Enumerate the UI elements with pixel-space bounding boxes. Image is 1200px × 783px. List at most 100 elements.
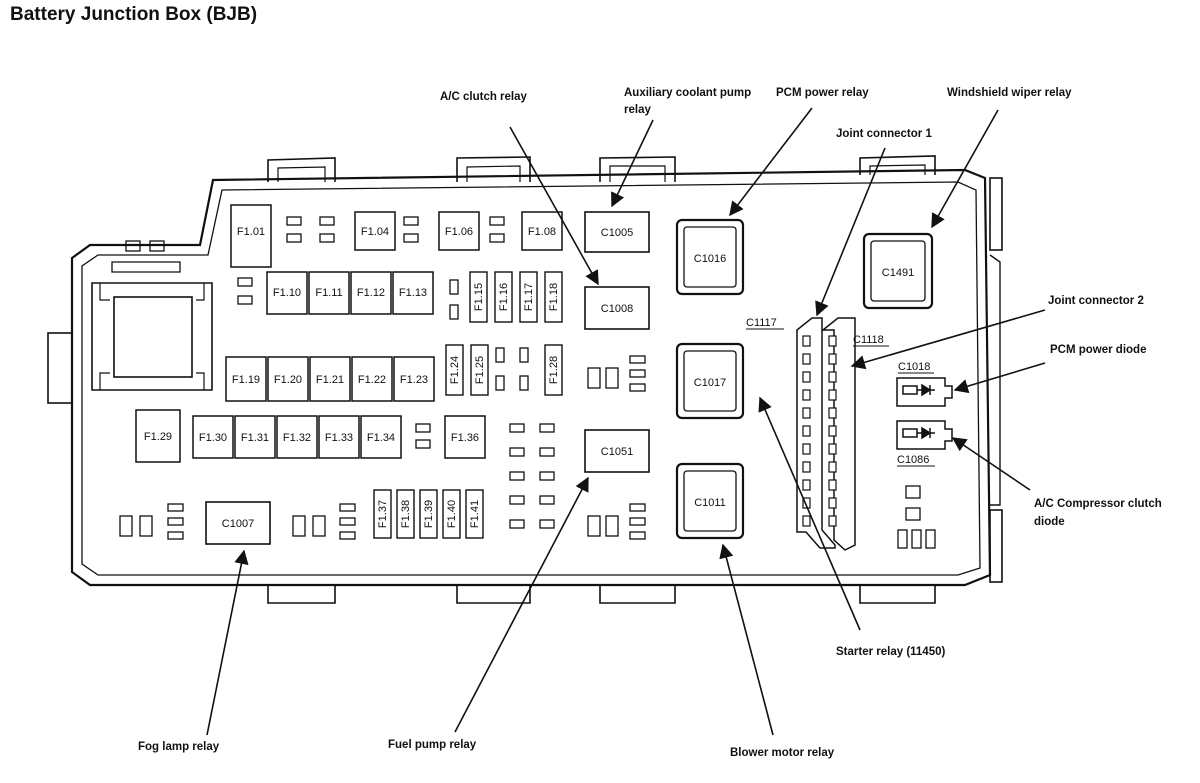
ac-clutch-relay-label: A/C clutch relay — [440, 91, 528, 103]
relay-c1005: C1005 — [584, 211, 650, 253]
diode-c1018 — [896, 377, 953, 407]
svg-text:F1.18: F1.18 — [548, 283, 560, 311]
svg-text:F1.15: F1.15 — [473, 283, 485, 311]
diode-c1086 — [896, 420, 953, 450]
fuse-f1-16: F1.16 — [494, 271, 513, 323]
fuse-f1-18: F1.18 — [544, 271, 563, 323]
c1118-label: C1118 — [853, 334, 884, 346]
fuse-f1-15: F1.15 — [469, 271, 488, 323]
relay-c1008: C1008 — [584, 286, 650, 330]
joint-connector-1-label: Joint connector 1 — [836, 128, 932, 140]
fuse-f1-17: F1.17 — [519, 271, 538, 323]
fog-lamp-relay-label: Fog lamp relay — [138, 741, 220, 753]
svg-text:F1.28: F1.28 — [548, 356, 560, 384]
svg-text:F1.22: F1.22 — [358, 374, 386, 386]
svg-text:F1.24: F1.24 — [449, 356, 461, 384]
fuse-f1-33: F1.33 — [318, 415, 360, 459]
svg-text:C1005: C1005 — [601, 227, 633, 239]
pcm-power-diode-label: PCM power diode — [1050, 344, 1146, 356]
svg-text:F1.32: F1.32 — [283, 432, 311, 444]
fuse-f1-25: F1.25 — [470, 344, 489, 396]
svg-text:F1.23: F1.23 — [400, 374, 428, 386]
svg-text:C1017: C1017 — [694, 377, 726, 389]
aux-coolant-pump-relay-label: Auxiliary coolant pump — [624, 87, 751, 99]
empty-cavities — [119, 216, 936, 549]
svg-text:F1.33: F1.33 — [325, 432, 353, 444]
fuse-f1-36: F1.36 — [444, 415, 486, 459]
c1086-label: C1086 — [897, 454, 929, 466]
relay-c1051: C1051 — [584, 429, 650, 473]
fuse-f1-04: F1.04 — [354, 211, 396, 251]
fuse-f1-20: F1.20 — [267, 356, 309, 402]
relay-c1011: C1011 — [675, 462, 745, 540]
fuse-f1-37: F1.37 — [373, 489, 392, 539]
joint-connectors — [796, 317, 856, 551]
fuse-f1-24: F1.24 — [445, 344, 464, 396]
ac-compressor-clutch-diode-label-2: diode — [1034, 516, 1065, 528]
ac-compressor-clutch-diode-label: A/C Compressor clutch — [1034, 498, 1162, 510]
c1117-label: C1117 — [746, 317, 777, 329]
svg-text:F1.41: F1.41 — [469, 500, 481, 528]
page-title: Battery Junction Box (BJB) — [10, 4, 258, 25]
svg-text:F1.13: F1.13 — [399, 287, 427, 299]
svg-text:F1.25: F1.25 — [474, 356, 486, 384]
fuse-f1-10: F1.10 — [266, 271, 308, 315]
svg-text:F1.10: F1.10 — [273, 287, 301, 299]
fuse-f1-08: F1.08 — [521, 211, 563, 251]
svg-text:F1.04: F1.04 — [361, 226, 389, 238]
fuse-f1-19: F1.19 — [225, 356, 267, 402]
svg-text:F1.12: F1.12 — [357, 287, 385, 299]
svg-text:F1.31: F1.31 — [241, 432, 269, 444]
aux-coolant-pump-relay-label-2: relay — [624, 104, 651, 116]
svg-text:F1.16: F1.16 — [498, 283, 510, 311]
svg-text:F1.36: F1.36 — [451, 432, 479, 444]
svg-text:F1.38: F1.38 — [400, 500, 412, 528]
svg-text:F1.19: F1.19 — [232, 374, 260, 386]
joint-connector-c1117 — [796, 317, 836, 549]
pcm-power-relay-label: PCM power relay — [776, 87, 869, 99]
fuse-f1-41: F1.41 — [465, 489, 484, 539]
fuse-f1-11: F1.11 — [308, 271, 350, 315]
fuse-f1-31: F1.31 — [234, 415, 276, 459]
fuse-f1-23: F1.23 — [393, 356, 435, 402]
relay-c1491: C1491 — [862, 232, 934, 310]
svg-text:F1.21: F1.21 — [316, 374, 344, 386]
fuse-f1-30: F1.30 — [192, 415, 234, 459]
fuse-f1-22: F1.22 — [351, 356, 393, 402]
fuse-f1-28: F1.28 — [544, 344, 563, 396]
svg-text:C1007: C1007 — [222, 518, 254, 530]
leader-lines — [206, 107, 1046, 736]
fuse-f1-21: F1.21 — [309, 356, 351, 402]
windshield-wiper-relay-label: Windshield wiper relay — [947, 87, 1072, 99]
joint-connector-2-label: Joint connector 2 — [1048, 295, 1144, 307]
fuse-f1-13: F1.13 — [392, 271, 434, 315]
svg-text:C1491: C1491 — [882, 267, 914, 279]
fuse-f1-32: F1.32 — [276, 415, 318, 459]
fuse-f1-01: F1.01 — [230, 204, 272, 268]
joint-connector-c1118 — [820, 317, 856, 551]
fuse-f1-12: F1.12 — [350, 271, 392, 315]
fuse-f1-06: F1.06 — [438, 211, 480, 251]
svg-text:F1.20: F1.20 — [274, 374, 302, 386]
svg-text:F1.29: F1.29 — [144, 431, 172, 443]
fuse-f1-38: F1.38 — [396, 489, 415, 539]
svg-text:F1.06: F1.06 — [445, 226, 473, 238]
relay-c1016: C1016 — [675, 218, 745, 296]
svg-text:C1011: C1011 — [694, 497, 726, 509]
svg-text:F1.39: F1.39 — [423, 500, 435, 528]
housing-outline — [47, 155, 1003, 604]
fuse-f1-40: F1.40 — [442, 489, 461, 539]
fuel-pump-relay-label: Fuel pump relay — [388, 739, 477, 751]
svg-text:F1.08: F1.08 — [528, 226, 556, 238]
svg-text:F1.11: F1.11 — [315, 287, 342, 299]
svg-text:C1016: C1016 — [694, 253, 726, 265]
relay-c1007: C1007 — [205, 501, 271, 545]
svg-text:F1.01: F1.01 — [237, 226, 265, 238]
relay-c1017: C1017 — [675, 342, 745, 420]
svg-text:F1.34: F1.34 — [367, 432, 395, 444]
c1018-label: C1018 — [898, 361, 930, 373]
svg-text:F1.17: F1.17 — [523, 283, 535, 311]
fuse-f1-34: F1.34 — [360, 415, 402, 459]
svg-text:F1.30: F1.30 — [199, 432, 227, 444]
